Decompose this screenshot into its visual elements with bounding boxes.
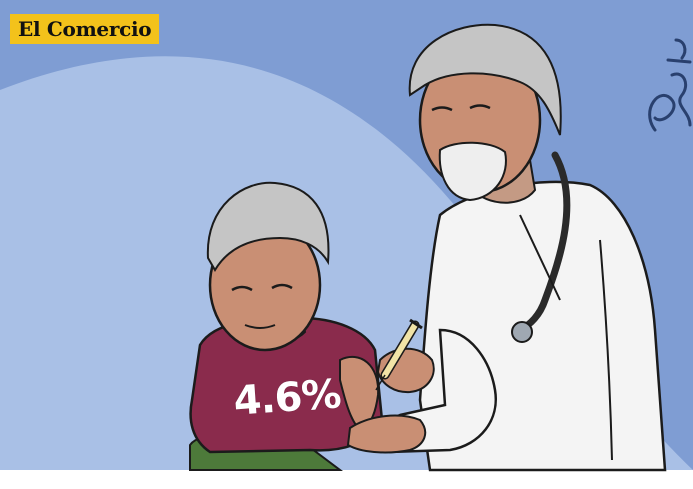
shirt-percentage-label: 4.6%: [232, 371, 342, 425]
syringe-icon: [375, 318, 423, 391]
masthead-logo: El Comercio: [10, 14, 160, 44]
patient-mouth: [244, 324, 276, 329]
doctor-eyes: [431, 104, 491, 112]
patient-hair: [206, 181, 330, 272]
doctor-hand-lower: [346, 414, 427, 454]
patient-arm: [339, 355, 380, 432]
doctor-hair: [408, 23, 562, 136]
coat-lines: [519, 214, 613, 461]
bottom-border: [0, 470, 693, 489]
doctor-beard: [438, 141, 507, 202]
stethoscope-icon: [511, 151, 571, 343]
artist-signature: [648, 38, 692, 132]
patient-eyes: [231, 283, 293, 292]
